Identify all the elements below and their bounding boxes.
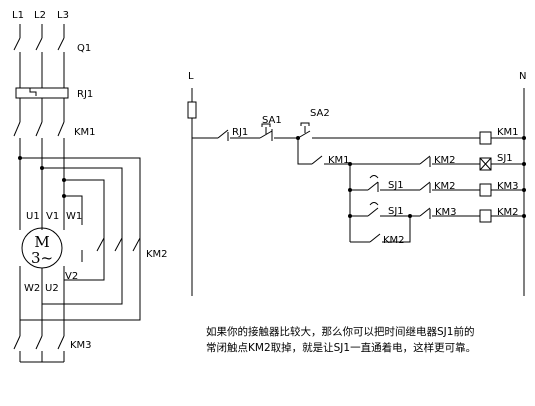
km1-coil — [479, 131, 492, 145]
km2-coil — [479, 209, 492, 223]
km3-contact-label: KM3 — [435, 207, 457, 218]
km2-main-contacts — [96, 237, 141, 252]
rj1-label: RJ1 — [77, 89, 93, 100]
note-line-2: 常闭触点KM2取掉，就是让SJ1一直通着电，这样更可靠。 — [206, 341, 476, 354]
sa2-label: SA2 — [310, 108, 330, 119]
l3-label: L3 — [57, 10, 69, 21]
motor-letter: M — [34, 233, 49, 251]
km3-coil — [479, 183, 492, 197]
w1-label: W1 — [66, 211, 82, 222]
sj1-coil — [479, 157, 492, 171]
km1-label: KM1 — [74, 127, 96, 138]
km3-main-contacts — [13, 266, 65, 363]
note-line-1: 如果你的接触器比较大，那么你可以把时间继电器SJ1前的 — [206, 325, 474, 338]
km2-label: KM2 — [146, 249, 168, 260]
km2-holding-label: KM2 — [383, 235, 405, 246]
rj1-thermal-relay — [15, 87, 69, 122]
v1-label: V1 — [46, 211, 59, 222]
l2-label: L2 — [34, 10, 46, 21]
sj1-coil-label: SJ1 — [497, 153, 513, 164]
km1-main-contacts — [13, 121, 65, 230]
l1-label: L1 — [12, 10, 24, 21]
rj1-contact-label: RJ1 — [232, 127, 248, 138]
km1-coil-label: KM1 — [497, 127, 519, 138]
sa1-label: SA1 — [262, 115, 282, 126]
fuse — [187, 101, 197, 119]
km2-contact-a-label: KM2 — [434, 155, 456, 166]
v2-label: V2 — [65, 271, 78, 282]
w2-label: W2 — [24, 283, 40, 294]
km3-label: KM3 — [70, 340, 92, 351]
sa2-start-button — [297, 122, 311, 139]
sa1-stop-button — [259, 123, 273, 141]
note: 如果你的接触器比较大，那么你可以把时间继电器SJ1前的 常闭触点KM2取掉，就是… — [206, 325, 476, 354]
motor-phase: 3~ — [31, 249, 53, 267]
km1-contact-label: KM1 — [328, 155, 350, 166]
u1-label: U1 — [26, 211, 40, 222]
sj1-contact-b-label: SJ1 — [388, 206, 404, 217]
km2-coil-label: KM2 — [497, 207, 519, 218]
l-label: L — [188, 71, 194, 82]
n-label: N — [519, 71, 526, 82]
u2-label: U2 — [45, 283, 59, 294]
km2-contact-b-label: KM2 — [434, 181, 456, 192]
q1-breaker — [13, 24, 65, 88]
q1-label: Q1 — [77, 43, 91, 54]
power-circuit: L1 L2 L3 Q1 RJ1 KM1 — [12, 10, 168, 363]
km3-coil-label: KM3 — [497, 181, 519, 192]
control-circuit: L N RJ1 SA1 SA2 KM1 — [187, 71, 526, 296]
sj1-contact-a-label: SJ1 — [388, 180, 404, 191]
